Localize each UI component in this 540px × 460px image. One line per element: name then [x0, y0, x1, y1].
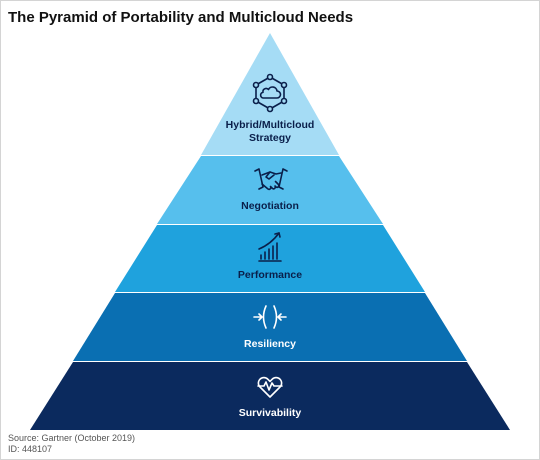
growth-chart-icon — [258, 232, 282, 262]
cloud-network-icon — [252, 73, 288, 113]
page-title: The Pyramid of Portability and Multiclou… — [8, 9, 354, 26]
pyramid-level-negotiation: Negotiation — [157, 156, 383, 224]
pyramid-level-resiliency: Resiliency — [73, 293, 467, 361]
pyramid-level-hybrid-multicloud: Hybrid/Multicloud Strategy — [201, 33, 339, 155]
level-3-label: Performance — [238, 269, 302, 281]
level-1-band — [201, 33, 339, 155]
level-5-label: Survivability — [239, 407, 302, 419]
source-line: Source: Gartner (October 2019) — [8, 433, 136, 443]
heartbeat-icon — [257, 376, 283, 398]
pyramid-level-survivability: Survivability — [30, 362, 510, 430]
level-1-label-line-1: Hybrid/Multicloud — [226, 119, 315, 131]
level-1-label-line-2: Strategy — [249, 132, 291, 144]
level-4-band — [73, 293, 467, 361]
document-id: ID: 448107 — [8, 444, 53, 454]
level-3-band — [115, 225, 425, 292]
handshake-icon — [254, 168, 288, 191]
compression-arrows-icon — [253, 305, 287, 329]
level-2-band — [157, 156, 383, 224]
level-2-label: Negotiation — [241, 200, 299, 212]
source-note: Source: Gartner (October 2019) ID: 44810… — [8, 433, 135, 455]
pyramid-level-performance: Performance — [115, 225, 425, 292]
level-4-label: Resiliency — [244, 338, 296, 350]
